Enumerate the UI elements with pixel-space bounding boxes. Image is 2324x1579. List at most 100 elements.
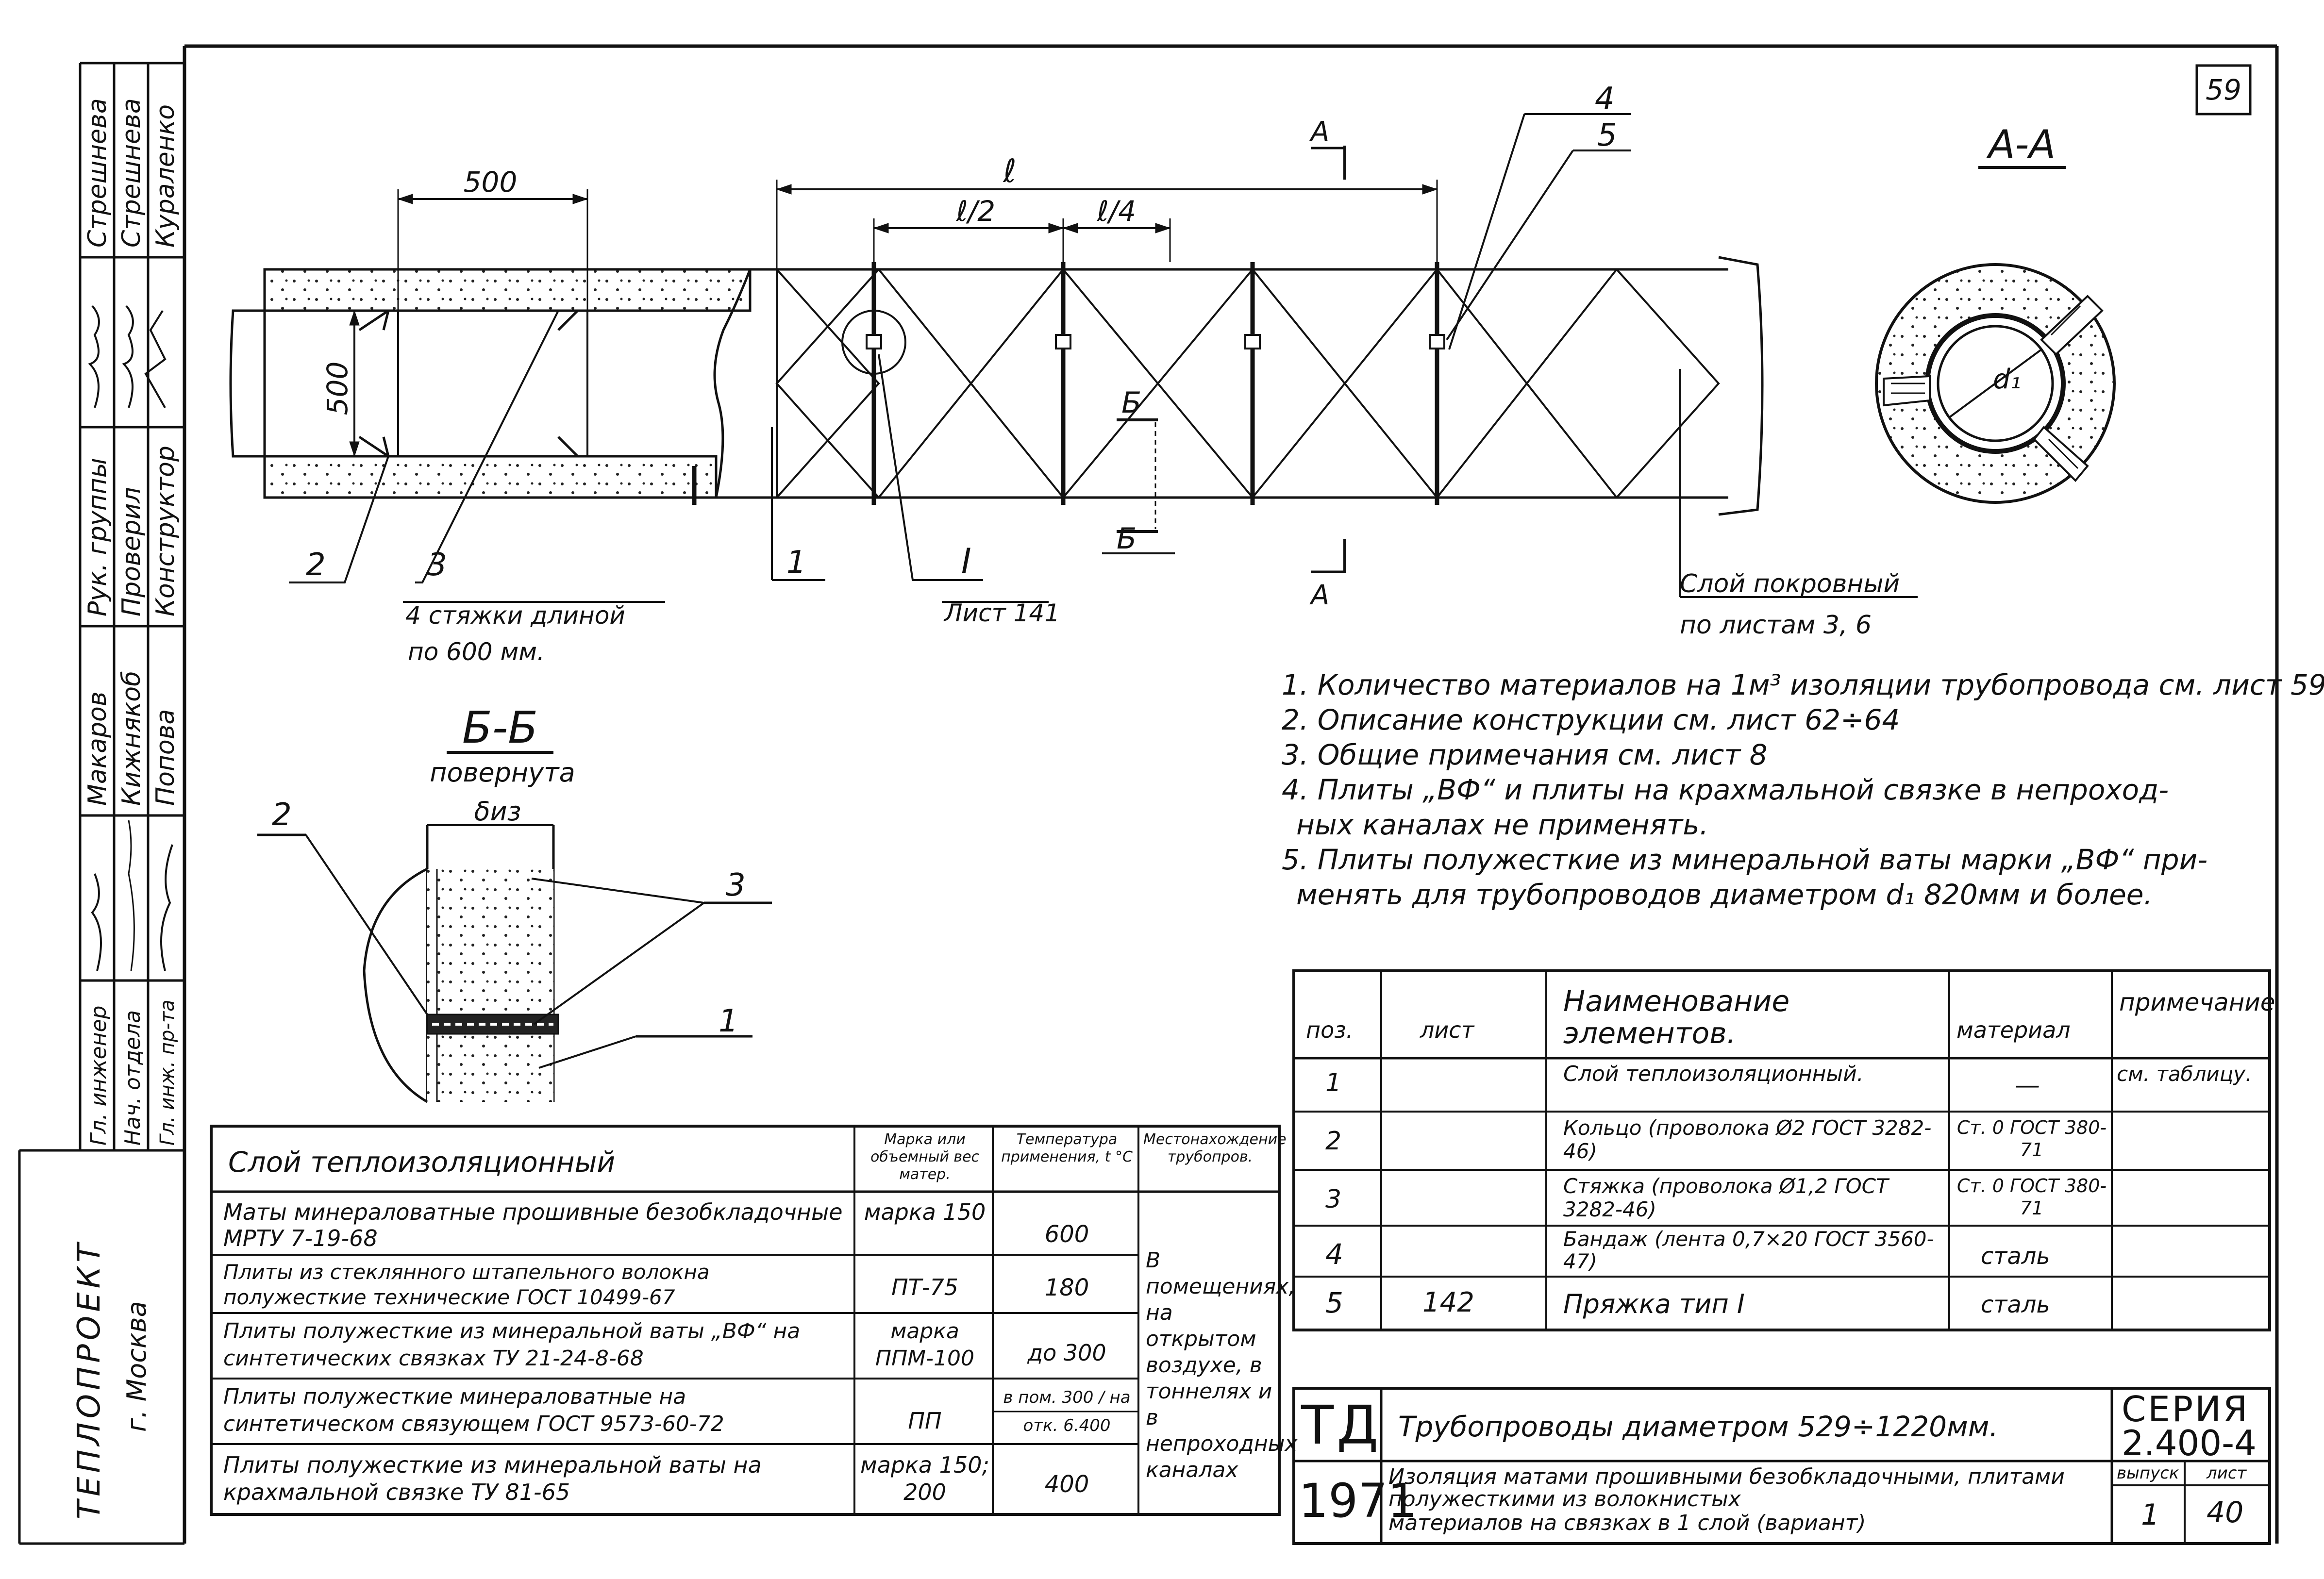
svg-text:Гл. инж. пр-та: Гл. инж. пр-та xyxy=(156,999,179,1146)
side-stamp-signatures xyxy=(88,305,173,971)
svg-text:А-А: А-А xyxy=(1986,122,2056,167)
title-block-grid xyxy=(1292,1387,2271,1545)
ins-row-temp: 600 xyxy=(1044,1221,1089,1248)
svg-text:δиз: δиз xyxy=(474,796,521,827)
svg-text:I: I xyxy=(961,541,971,581)
ins-row-name: Плиты полужесткие минераловатные на синт… xyxy=(223,1384,724,1436)
ins-header-layer: Слой теплоизоляционный xyxy=(228,1146,616,1179)
svg-text:4: 4 xyxy=(1595,81,1615,117)
ins-row-temp: 400 xyxy=(1044,1471,1089,1498)
svg-text:5: 5 xyxy=(1597,117,1617,153)
section-aa: А-А d₁ xyxy=(1875,122,2116,504)
spec-row-note: см. таблицу. xyxy=(2117,1062,2252,1086)
svg-text:по 600 мм.: по 600 мм. xyxy=(408,638,545,666)
svg-text:ℓ/2: ℓ/2 xyxy=(956,195,995,228)
svg-text:Гл. инженер: Гл. инженер xyxy=(86,1006,111,1146)
title-code: ТД xyxy=(1301,1394,1382,1456)
section-bb: Б-Б повернута δиз 2 3 1 xyxy=(257,702,772,1103)
svg-text:2: 2 xyxy=(272,797,292,833)
title-line3: материалов на связках в 1 слой (вариант) xyxy=(1388,1511,1866,1535)
svg-text:Конструктор: Конструктор xyxy=(151,446,180,616)
ins-row-name: Плиты из стеклянного штапельного волокна… xyxy=(223,1260,710,1309)
note-line: 4. Плиты „ВФ“ и плиты на крахмальной свя… xyxy=(1282,773,2169,806)
main-view-labels: 500 500 ℓ ℓ/2 ℓ/4 2 3 4 стяжки длиной по… xyxy=(306,81,1900,666)
ins-row-temp: 180 xyxy=(1044,1274,1089,1301)
svg-text:Стрешнева: Стрешнева xyxy=(83,98,112,248)
spec-header-material: материал xyxy=(1956,1017,2071,1043)
svg-text:Кижнякоб: Кижнякоб xyxy=(117,671,146,806)
ins-header-location: Местонахождение трубопров. xyxy=(1143,1131,1287,1165)
spec-header-sheet: лист xyxy=(1420,1017,1474,1043)
issue-label: выпуск xyxy=(2117,1463,2179,1483)
sheet-frame xyxy=(183,44,2279,1544)
spec-row-name: Кольцо (проволока Ø2 ГОСТ 3282-46) xyxy=(1563,1116,1932,1163)
spec-row-sheet: 142 xyxy=(1422,1287,1474,1318)
issue-value: 1 xyxy=(2141,1498,2160,1532)
note-line: 1. Количество материалов на 1м³ изоляции… xyxy=(1282,668,2324,701)
ins-header-temp: Температура применения, t °C xyxy=(1001,1131,1133,1165)
svg-text:3: 3 xyxy=(427,547,447,583)
spec-header-pos: поз. xyxy=(1306,1017,1354,1043)
svg-text:Кураленко: Кураленко xyxy=(151,104,180,248)
spec-header-note: примечание xyxy=(2119,988,2275,1016)
svg-text:1: 1 xyxy=(719,1003,738,1039)
spec-row-material: — xyxy=(2015,1071,2040,1100)
svg-text:d₁: d₁ xyxy=(1993,364,2021,395)
spec-row-material: Ст. 0 ГОСТ 380-71 xyxy=(1956,1117,2107,1161)
side-stamp-text: Стрешнева Стрешнева Кураленко Рук. групп… xyxy=(71,98,180,1519)
title-year: 1971 xyxy=(1299,1474,1418,1528)
ins-row-grade: ПТ-75 xyxy=(891,1274,958,1300)
spec-header-name: Наименование элементов. xyxy=(1563,984,1790,1050)
insulation-table-grid xyxy=(210,1125,1281,1516)
ins-row-grade: марка 150; 200 xyxy=(860,1452,989,1505)
svg-text:Б-Б: Б-Б xyxy=(462,702,538,753)
spec-table-grid xyxy=(1292,969,2271,1331)
svg-text:Б: Б xyxy=(1121,386,1141,420)
svg-text:А: А xyxy=(1309,580,1329,611)
spec-row-material: сталь xyxy=(1981,1243,2050,1270)
svg-text:1: 1 xyxy=(786,545,806,581)
ins-row-temp: до 300 xyxy=(1027,1340,1106,1366)
spec-row-pos: 2 xyxy=(1325,1127,1342,1156)
svg-text:Рук. группы: Рук. группы xyxy=(83,458,112,616)
title-line1: Трубопроводы диаметром 529÷1220мм. xyxy=(1398,1410,1998,1443)
ins-row-grade: марка 150 xyxy=(864,1199,986,1225)
series-value: 2.400-4 xyxy=(2122,1423,2257,1463)
note-line: 5. Плиты полужесткие из минеральной ваты… xyxy=(1282,843,2208,876)
svg-text:Нач. отдела: Нач. отдела xyxy=(120,1010,145,1146)
svg-text:ТЕПЛОПРОЕКТ: ТЕПЛОПРОЕКТ xyxy=(71,1240,107,1519)
ins-row-name: Плиты полужесткие из минеральной ваты на… xyxy=(223,1452,762,1505)
notes: 1. Количество материалов на 1м³ изоляции… xyxy=(1282,667,2324,912)
svg-text:Проверил: Проверил xyxy=(117,487,146,616)
svg-text:Лист 141: Лист 141 xyxy=(943,599,1060,627)
ins-location-note: В помещениях, на открытом воздухе, в тон… xyxy=(1146,1248,1298,1482)
svg-text:Макаров: Макаров xyxy=(83,692,112,806)
series-label: СЕРИЯ xyxy=(2122,1389,2250,1429)
ins-row-name: Маты минераловатные прошивные безобкладо… xyxy=(223,1199,843,1251)
spec-row-pos: 5 xyxy=(1325,1286,1343,1319)
sheet-value: 40 xyxy=(2207,1496,2244,1529)
ins-row-grade: марка ППМ-100 xyxy=(875,1319,974,1371)
ins-row-temp: в пом. 300 / на отк. 6.400 xyxy=(1003,1388,1131,1435)
svg-text:4 стяжки длиной: 4 стяжки длиной xyxy=(405,601,625,630)
spec-row-name: Пряжка тип I xyxy=(1563,1289,1745,1319)
svg-text:2: 2 xyxy=(306,547,326,583)
note-line: ных каналах не применять. xyxy=(1296,808,1709,841)
spec-row-name: Бандаж (лента 0,7×20 ГОСТ 3560-47) xyxy=(1563,1227,1934,1273)
title-line2: Изоляция матами прошивными безобкладочны… xyxy=(1388,1464,2065,1512)
spec-row-name: Стяжка (проволока Ø1,2 ГОСТ 3282-46) xyxy=(1563,1174,1889,1221)
svg-text:Стрешнева: Стрешнева xyxy=(117,98,146,248)
pipe-main-view xyxy=(229,113,1918,603)
svg-text:500: 500 xyxy=(464,166,518,199)
ins-header-grade: Марка или объемный вес матер. xyxy=(870,1131,980,1183)
svg-text:ℓ/4: ℓ/4 xyxy=(1097,195,1136,228)
svg-text:3: 3 xyxy=(726,867,746,903)
spec-row-name: Слой теплоизоляционный. xyxy=(1563,1062,1864,1086)
svg-text:Слой покровный: Слой покровный xyxy=(1680,569,1900,598)
svg-text:г. Москва: г. Москва xyxy=(121,1301,152,1432)
svg-text:по листам 3, 6: по листам 3, 6 xyxy=(1680,611,1872,640)
svg-text:А: А xyxy=(1309,116,1329,148)
note-line: 3. Общие примечания см. лист 8 xyxy=(1282,738,1768,771)
svg-text:Попова: Попова xyxy=(151,709,180,806)
